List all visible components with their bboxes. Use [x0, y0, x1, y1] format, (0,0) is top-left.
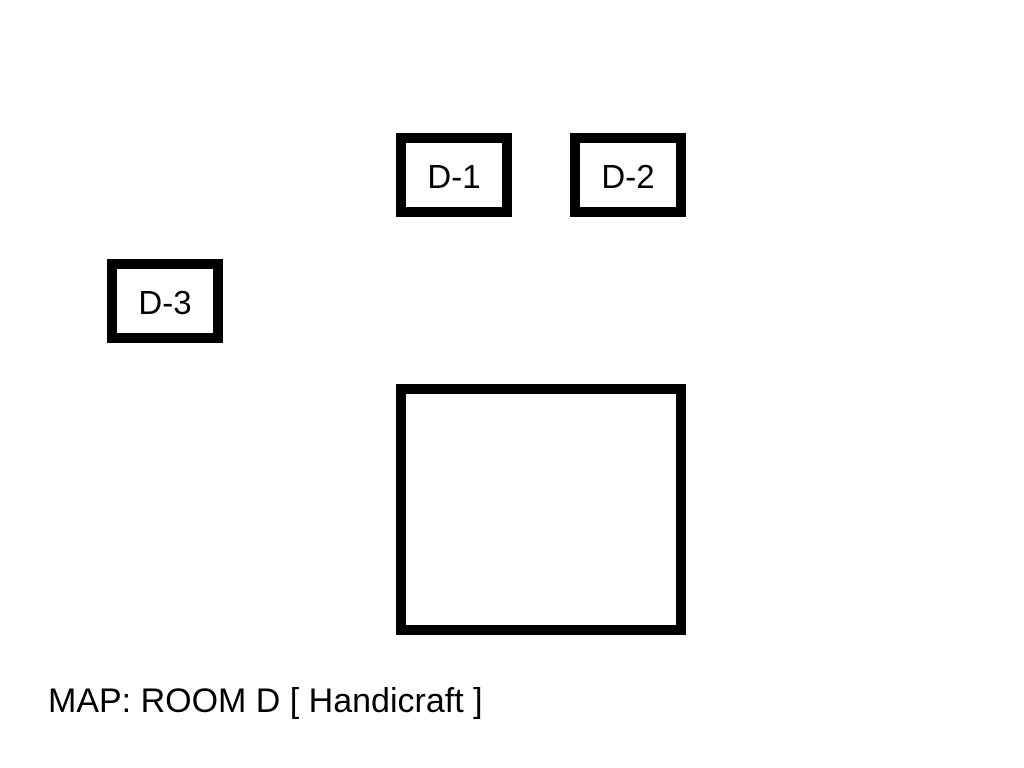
booth-d1-label: D-1 — [427, 157, 481, 195]
booth-d3[interactable]: D-3 — [107, 259, 223, 343]
central-table-area[interactable] — [396, 384, 686, 635]
map-title: MAP: ROOM D [ Handicraft ] — [48, 682, 483, 720]
booth-d3-label: D-3 — [138, 283, 192, 321]
booth-d2[interactable]: D-2 — [570, 133, 686, 217]
booth-d1[interactable]: D-1 — [396, 133, 512, 217]
booth-d2-label: D-2 — [601, 157, 655, 195]
